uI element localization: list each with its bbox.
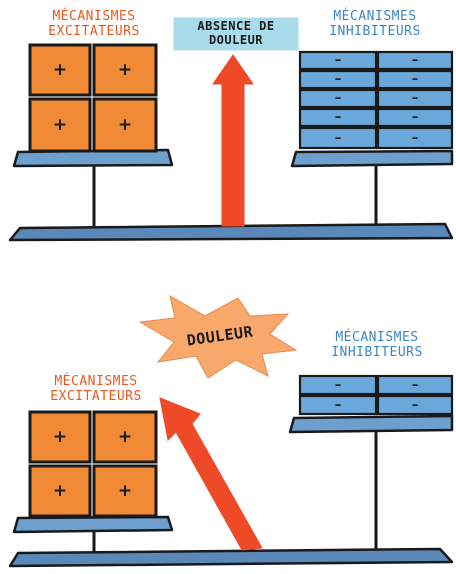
minus-sign: –	[411, 377, 419, 393]
top-inhibitory-drawer	[298, 126, 378, 150]
pain-burst	[138, 295, 298, 379]
top-beam	[8, 222, 454, 242]
bottom-excitatory-box	[28, 464, 92, 518]
label-line: INHIBITEURS	[331, 345, 423, 360]
minus-sign: –	[334, 52, 342, 68]
minus-sign: –	[334, 90, 342, 106]
label-line: EXCITATEURS	[50, 389, 142, 404]
label-line: DOULEUR	[208, 33, 264, 47]
minus-sign: –	[411, 130, 419, 146]
bottom-inhibitory-stack	[298, 374, 454, 416]
label-line: MÉCANISMES	[335, 330, 419, 345]
bottom-inhibitory-drawer	[376, 394, 454, 416]
bottom-inhibitory-drawer	[298, 374, 378, 396]
top-inhibitory-stack	[298, 50, 454, 150]
plus-sign: +	[117, 427, 133, 447]
minus-sign: –	[411, 397, 419, 413]
bottom-beam	[8, 547, 454, 568]
label-line: ABSENCE DE	[197, 19, 275, 33]
bottom-excitatory-box	[92, 464, 158, 518]
bottom-inhibitory-label: MÉCANISMES INHIBITEURS	[304, 330, 450, 360]
absence-label-box	[173, 17, 299, 51]
label-line: INHIBITEURS	[329, 24, 421, 39]
bottom-excitatory-box	[92, 410, 158, 464]
minus-sign: –	[411, 90, 419, 106]
minus-sign: –	[411, 71, 419, 87]
plus-sign: +	[52, 115, 68, 135]
plus-sign: +	[52, 427, 68, 447]
top-excitatory-label: MÉCANISMES EXCITATEURS	[22, 9, 166, 39]
plus-sign: +	[52, 481, 68, 501]
bottom-inhibitory-drawer	[298, 394, 378, 416]
plus-sign: +	[117, 481, 133, 501]
top-inhibitory-drawer	[376, 126, 454, 150]
bottom-excitatory-box	[28, 410, 92, 464]
minus-sign: –	[334, 377, 342, 393]
diagonal-arrow	[159, 397, 263, 551]
bottom-left-platform	[12, 515, 174, 534]
top-excitatory-box	[92, 97, 158, 153]
top-inhibitory-label: MÉCANISMES INHIBITEURS	[300, 9, 450, 39]
plus-sign: +	[117, 60, 133, 80]
top-inhibitory-drawer	[376, 107, 454, 128]
label-line: MÉCANISMES	[333, 9, 417, 24]
top-right-platform	[290, 149, 454, 168]
top-excitatory-box	[28, 97, 92, 153]
label-line: MÉCANISMES	[52, 9, 136, 24]
top-inhibitory-drawer	[298, 69, 378, 90]
top-excitatory-box	[92, 43, 158, 97]
minus-sign: –	[334, 109, 342, 125]
bottom-right-platform	[288, 414, 454, 434]
minus-sign: –	[334, 71, 342, 87]
label-line: EXCITATEURS	[48, 24, 140, 39]
top-inhibitory-drawer	[376, 88, 454, 109]
upward-arrow	[212, 54, 254, 227]
top-inhibitory-drawer	[376, 50, 454, 71]
minus-sign: –	[334, 397, 342, 413]
plus-sign: +	[117, 115, 133, 135]
minus-sign: –	[334, 130, 342, 146]
absence-label: ABSENCE DE DOULEUR	[174, 19, 298, 47]
top-inhibitory-drawer	[298, 107, 378, 128]
top-excitatory-box	[28, 43, 92, 97]
top-inhibitory-drawer	[298, 50, 378, 71]
top-inhibitory-drawer	[298, 88, 378, 109]
bottom-excitatory-label: MÉCANISMES EXCITATEURS	[24, 374, 168, 404]
bottom-inhibitory-drawer	[376, 374, 454, 396]
label-line: MÉCANISMES	[54, 374, 138, 389]
plus-sign: +	[52, 60, 68, 80]
minus-sign: –	[411, 109, 419, 125]
minus-sign: –	[411, 52, 419, 68]
top-inhibitory-drawer	[376, 69, 454, 90]
